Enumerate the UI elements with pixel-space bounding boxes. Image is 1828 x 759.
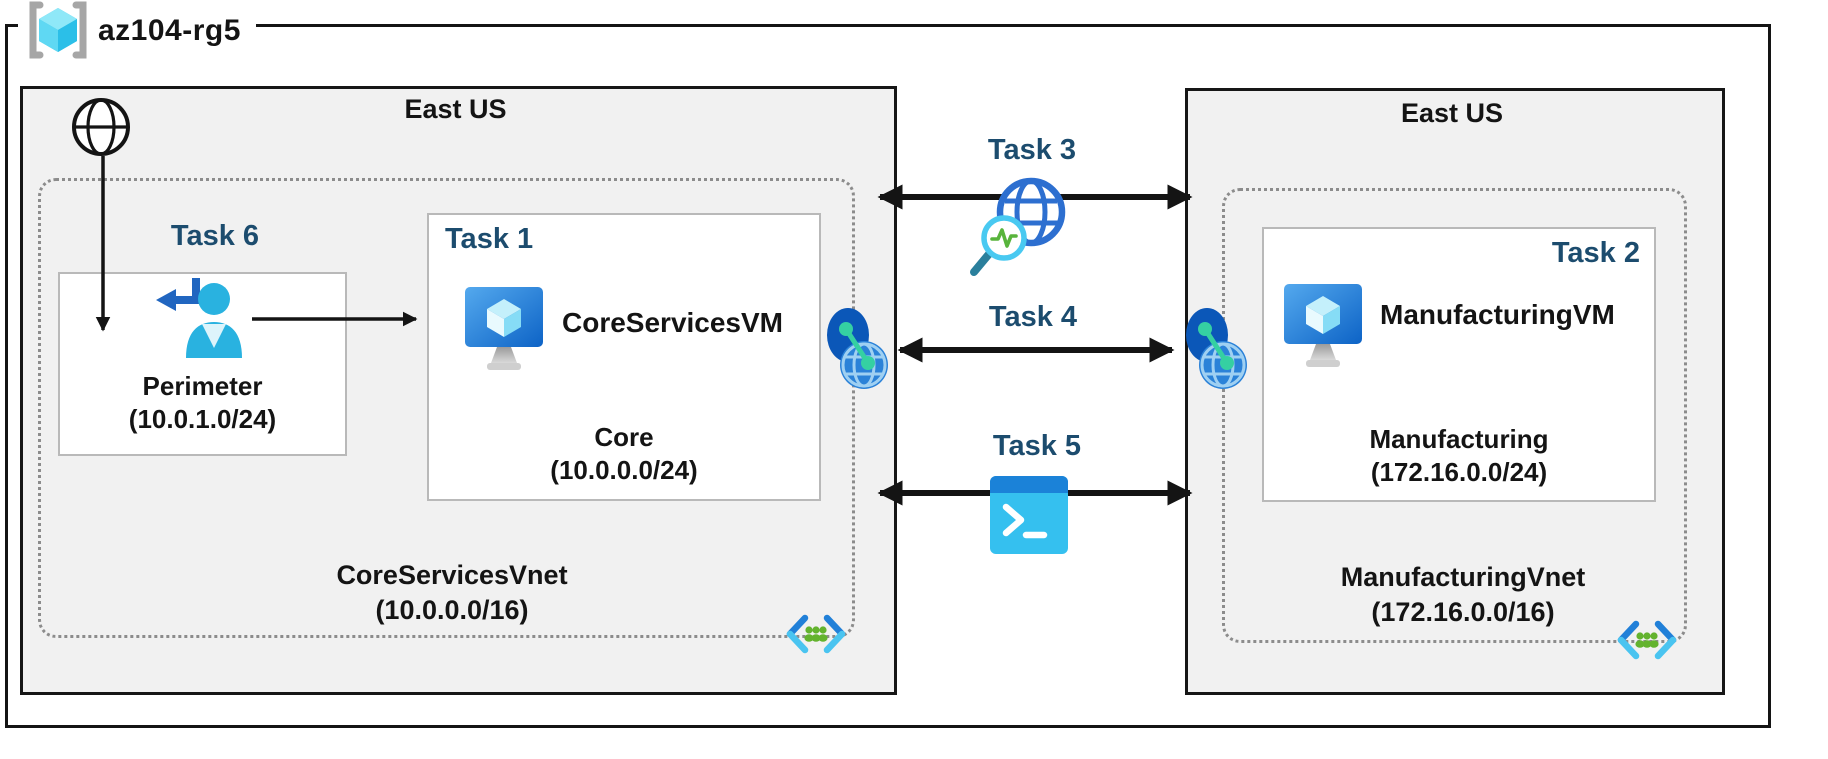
vnet-peering-icon [1186,308,1247,389]
task-6-label: Task 6 [170,220,260,252]
core-subnet-box: Task 1 CoreServicesVM Core (10.0.0.0/24) [427,213,821,501]
core-services-vnet-name: CoreServicesVnet [336,560,568,590]
core-services-vnet-boundary [38,178,855,638]
manufacturing-vm-name: ManufacturingVM [1380,299,1615,330]
core-subnet-cidr: (10.0.0.0/24) [550,455,698,485]
region-right-title: East US [1400,98,1504,128]
manufacturing-vnet-boundary [1222,188,1687,643]
task-2-label: Task 2 [1551,237,1640,269]
powershell-icon [990,476,1068,554]
core-subnet-name: Core [594,422,654,452]
internet-globe-icon [72,98,130,156]
task-1-label: Task 1 [445,223,534,255]
region-left-title: East US [404,94,507,124]
network-watcher-icon [970,177,1066,276]
resource-group-name: az104-rg5 [98,14,241,47]
manufacturing-vnet-name: ManufacturingVnet [1340,562,1586,592]
resource-group-box [5,24,1771,728]
task-3-label: Task 3 [987,134,1077,166]
virtual-network-icon [786,614,846,654]
manufacturing-subnet-name: Manufacturing [1369,424,1549,454]
manufacturing-vnet-cidr: (172.16.0.0/16) [1371,597,1555,627]
manufacturing-subnet-cidr: (172.16.0.0/24) [1370,457,1548,487]
vnet-peering-icon [827,308,888,389]
virtual-network-icon [1617,620,1677,660]
core-services-vnet-cidr: (10.0.0.0/16) [375,595,529,625]
virtual-machine-icon [465,287,543,370]
task-5-label: Task 5 [992,430,1082,462]
resource-group-icon [29,1,87,59]
resource-group-label-gap [18,14,256,36]
core-services-vm-name: CoreServicesVM [562,307,784,338]
perimeter-subnet-name: Perimeter [142,371,263,401]
perimeter-subnet-cidr: (10.0.1.0/24) [128,404,277,434]
task-4-label: Task 4 [988,301,1078,333]
perimeter-user-icon [156,278,242,358]
virtual-machine-icon [1284,284,1362,367]
